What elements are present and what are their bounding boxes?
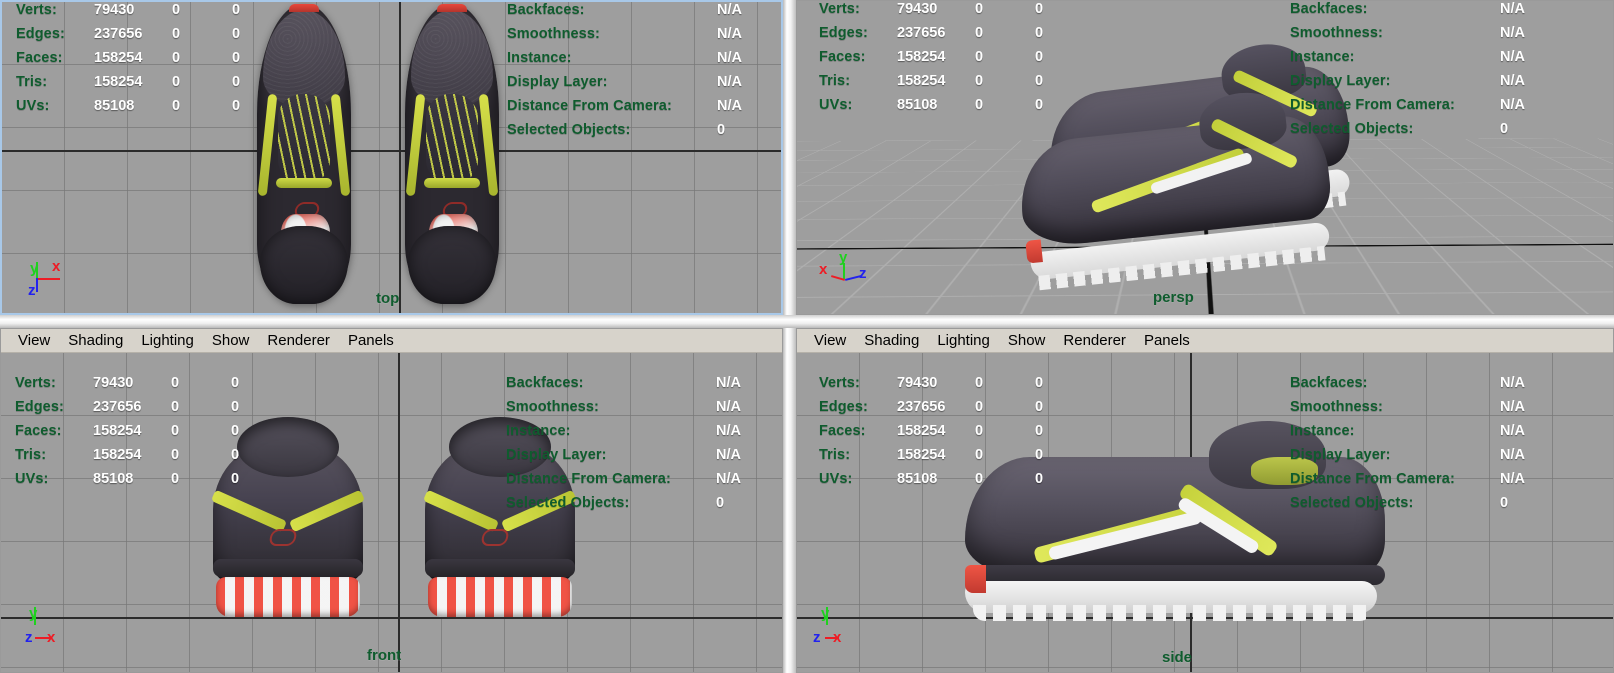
menu-renderer[interactable]: Renderer <box>1063 331 1126 349</box>
axis-z-icon: z <box>25 629 33 646</box>
menu-show[interactable]: Show <box>1007 331 1046 349</box>
axis-x-icon: x <box>819 261 828 278</box>
menu-shading[interactable]: Shading <box>68 331 124 349</box>
shoe-model-top-right[interactable] <box>405 4 499 304</box>
axis-z-icon: z <box>859 265 867 282</box>
shoe-outsole <box>428 577 572 617</box>
shoe-red-toe <box>1025 239 1043 264</box>
shoe-collar-accent <box>1250 457 1318 485</box>
view-label-front: front <box>367 647 402 664</box>
viewport-panel-side[interactable]: View Shading Lighting Show Renderer Pane… <box>796 328 1614 673</box>
axis-line-vertical-front <box>398 353 400 672</box>
axis-y-icon: y <box>30 260 39 277</box>
viewport-side[interactable]: Verts: 79430 0 0 Edges: 237656 0 0 Faces… <box>797 353 1613 672</box>
viewport-front[interactable]: Verts: 79430 0 0 Edges: 237656 0 0 Faces… <box>1 353 782 672</box>
viewport-panel-front[interactable]: View Shading Lighting Show Renderer Pane… <box>0 328 783 673</box>
shoe-collar-band <box>423 178 481 188</box>
axis-y-line <box>34 607 36 625</box>
axis-y-line <box>36 262 38 278</box>
menu-panels[interactable]: Panels <box>1143 331 1190 349</box>
menu-renderer[interactable]: Renderer <box>267 331 330 349</box>
axis-gizmo-side: y z x <box>811 605 871 649</box>
shoe-red-tip <box>436 4 468 12</box>
vertical-splitter[interactable] <box>783 0 796 673</box>
axis-z-line <box>36 278 38 292</box>
menu-panels[interactable]: Panels <box>347 331 394 349</box>
menu-view[interactable]: View <box>814 331 847 349</box>
axis-x-line <box>38 278 60 280</box>
view-label-persp: persp <box>1153 289 1194 306</box>
axis-z-icon: z <box>813 629 821 646</box>
axis-y-icon: y <box>29 605 37 622</box>
viewport-top[interactable]: Verts: 79430 0 0 Edges: 237656 0 0 Faces… <box>2 2 781 313</box>
shoe-collar <box>449 417 551 477</box>
axis-x-line <box>825 637 839 639</box>
shoe-heel <box>259 226 349 304</box>
axis-y-icon: y <box>839 249 848 266</box>
viewport-panel-persp[interactable]: Verts: 79430 0 0 Edges: 237656 0 0 Faces… <box>796 0 1614 315</box>
axis-gizmo-top: y x z <box>24 258 84 304</box>
shoe-model-front-right[interactable] <box>422 417 578 617</box>
shoe-white-logo-1 <box>1048 510 1203 562</box>
menu-show[interactable]: Show <box>211 331 250 349</box>
axis-gizmo-persp: y x z <box>815 249 875 293</box>
horizontal-splitter[interactable] <box>0 315 1614 328</box>
view-label-side: side <box>1162 649 1193 666</box>
axis-z-icon: z <box>28 282 36 299</box>
shoe-midsole <box>213 559 363 577</box>
shoe-tongue <box>277 94 331 184</box>
axis-y-icon: y <box>821 605 829 622</box>
shoe-tongue <box>425 94 479 184</box>
shoe-collar <box>237 417 339 477</box>
grid-front <box>1 353 782 672</box>
shoe-midsole <box>965 565 1385 585</box>
axis-line-horizontal-top <box>2 150 781 152</box>
shoe-model-front-left[interactable] <box>210 417 366 617</box>
shoe-model-persp-front[interactable] <box>1012 85 1338 291</box>
viewport-panel-top[interactable]: Verts: 79430 0 0 Edges: 237656 0 0 Faces… <box>0 0 783 315</box>
shoe-collar-band <box>275 178 333 188</box>
axis-y-line <box>843 263 845 279</box>
axis-line-horizontal-front <box>1 617 782 619</box>
menu-lighting[interactable]: Lighting <box>937 331 990 349</box>
axis-gizmo-front: y z x <box>19 605 79 649</box>
shoe-model-side[interactable] <box>965 421 1385 621</box>
viewport-menubar-side[interactable]: View Shading Lighting Show Renderer Pane… <box>797 329 1613 353</box>
shoe-outsole <box>216 577 360 617</box>
viewport-menubar-front[interactable]: View Shading Lighting Show Renderer Pane… <box>1 329 782 353</box>
shoe-midsole <box>425 559 575 577</box>
axis-x-icon: x <box>47 629 56 646</box>
viewport-persp[interactable]: Verts: 79430 0 0 Edges: 237656 0 0 Faces… <box>797 1 1613 314</box>
menu-shading[interactable]: Shading <box>864 331 920 349</box>
axis-x-icon: x <box>52 258 61 275</box>
axis-x-line <box>35 637 51 639</box>
shoe-model-top-left[interactable] <box>257 4 351 304</box>
shoe-heel <box>407 226 497 304</box>
axis-line-vertical-top <box>399 2 401 313</box>
view-label-top: top <box>376 290 400 307</box>
shoe-red-toe <box>965 565 986 593</box>
menu-view[interactable]: View <box>18 331 51 349</box>
grid-top <box>2 2 781 313</box>
shoe-red-tip <box>288 4 320 12</box>
axis-y-line <box>826 607 828 625</box>
menu-lighting[interactable]: Lighting <box>141 331 194 349</box>
shoe-sole-lugs <box>973 605 1373 621</box>
